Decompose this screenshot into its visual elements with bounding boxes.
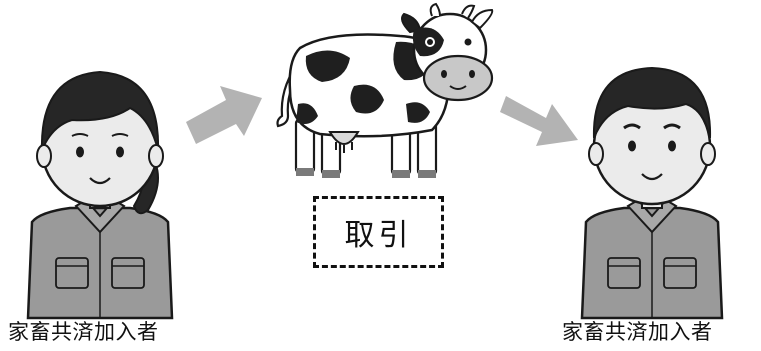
left-person-label: 家畜共済加入者 [8, 316, 159, 346]
dairy-cow-icon [278, 4, 493, 178]
arrow-right-icon [500, 96, 578, 146]
transaction-box: 取引 [313, 196, 444, 268]
right-person-label: 家畜共済加入者 [562, 316, 713, 346]
arrow-right-icon [186, 86, 262, 144]
farmer-woman-icon [28, 72, 172, 318]
transaction-label: 取引 [345, 210, 413, 254]
farmer-man-icon [582, 68, 722, 318]
